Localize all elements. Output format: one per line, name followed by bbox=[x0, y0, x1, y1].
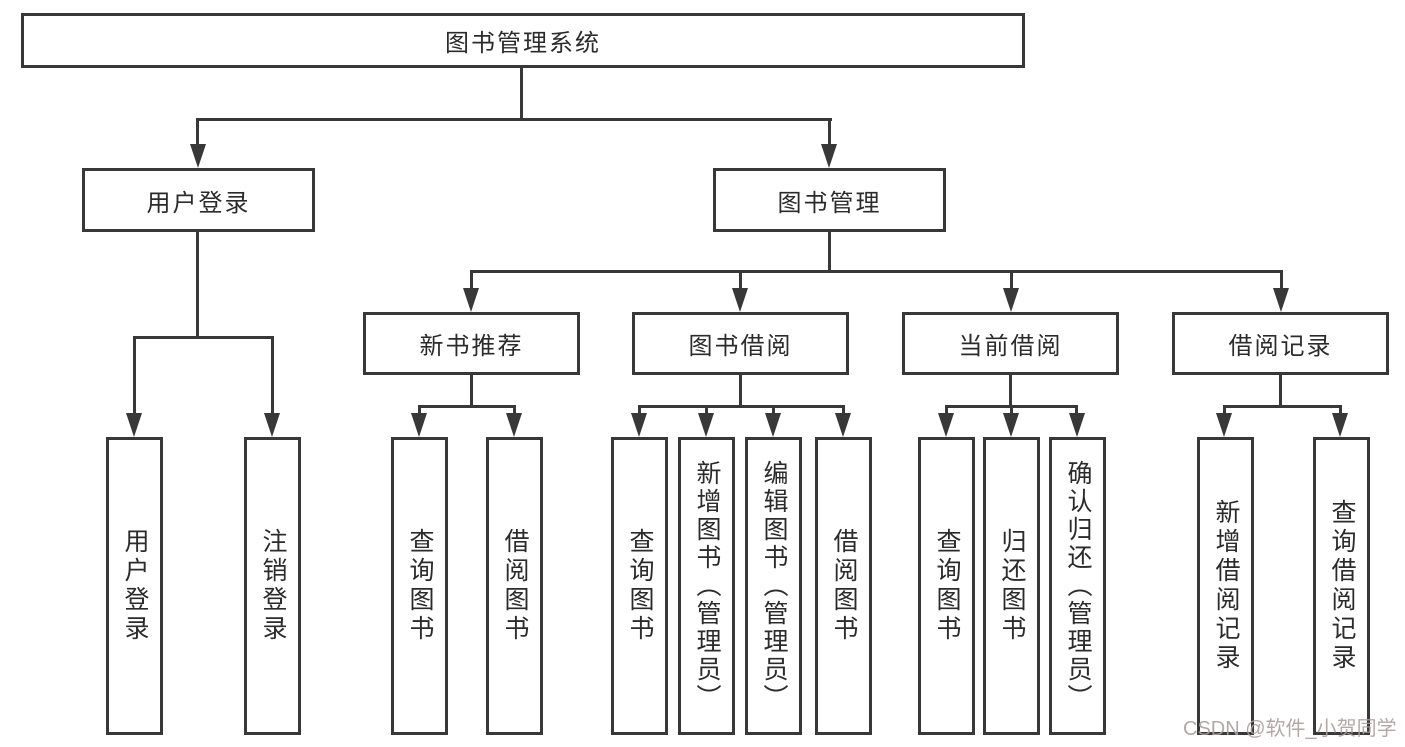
node-label: 图书管理系统 bbox=[445, 30, 601, 57]
arrow-down-icon bbox=[938, 413, 954, 437]
connector-line bbox=[1280, 270, 1283, 292]
arrow-down-icon bbox=[463, 288, 479, 312]
watermark-text: CSDN @软件_小贺同学 bbox=[1183, 718, 1397, 740]
connector-line bbox=[638, 405, 845, 408]
connector-line bbox=[470, 270, 473, 292]
connector-line bbox=[1339, 405, 1342, 417]
node-borrow-record: 借阅记录 bbox=[1172, 312, 1389, 375]
node-label: 查询图书 bbox=[933, 528, 961, 644]
leaf-edit-book-admin: 编辑图书（管理员） bbox=[745, 437, 802, 735]
connector-line bbox=[1223, 405, 1342, 408]
connector-line bbox=[271, 336, 274, 416]
arrow-down-icon bbox=[506, 413, 522, 437]
connector-line bbox=[133, 336, 274, 339]
connector-line bbox=[1009, 375, 1012, 408]
connector-line bbox=[1010, 270, 1013, 292]
connector-line bbox=[828, 232, 831, 273]
node-label: 查询图书 bbox=[406, 528, 434, 644]
node-label: 用户登录 bbox=[146, 189, 251, 217]
connector-line bbox=[1075, 405, 1078, 417]
connector-line bbox=[520, 68, 523, 120]
connector-line bbox=[739, 270, 742, 292]
connector-line bbox=[196, 118, 199, 148]
node-label: 图书借阅 bbox=[688, 333, 793, 360]
arrow-down-icon bbox=[1003, 288, 1019, 312]
arrow-down-icon bbox=[190, 144, 206, 168]
arrow-down-icon bbox=[835, 413, 851, 437]
node-label: 图书管理 bbox=[777, 189, 882, 217]
node-label: 用户登录 bbox=[121, 528, 149, 644]
node-root: 图书管理系统 bbox=[21, 13, 1025, 68]
leaf-user-login: 用户登录 bbox=[106, 437, 163, 735]
node-label: 注销登录 bbox=[259, 528, 287, 644]
connector-line bbox=[196, 232, 199, 339]
node-book-management: 图书管理 bbox=[713, 168, 946, 232]
leaf-borrow-book: 借阅图书 bbox=[815, 437, 872, 735]
node-label: 归还图书 bbox=[998, 528, 1026, 644]
node-label: 借阅图书 bbox=[501, 528, 529, 644]
connector-line bbox=[638, 405, 641, 417]
connector-line bbox=[418, 405, 421, 417]
node-label: 借阅记录 bbox=[1228, 333, 1333, 360]
connector-line bbox=[470, 375, 473, 408]
leaf-new-book-borrow: 借阅图书 bbox=[486, 437, 543, 735]
node-label: 当前借阅 bbox=[958, 333, 1063, 360]
connector-line bbox=[945, 405, 948, 417]
node-book-borrow: 图书借阅 bbox=[632, 312, 849, 375]
connector-line bbox=[705, 405, 708, 417]
leaf-add-borrow-record: 新增借阅记录 bbox=[1197, 437, 1254, 735]
arrow-down-icon bbox=[1273, 288, 1289, 312]
connector-line bbox=[1010, 405, 1013, 417]
node-label: 新增借阅记录 bbox=[1212, 499, 1240, 673]
arrow-down-icon bbox=[1332, 413, 1348, 437]
arrow-down-icon bbox=[1003, 413, 1019, 437]
leaf-return-book: 归还图书 bbox=[983, 437, 1040, 735]
connector-line bbox=[842, 405, 845, 417]
connector-line bbox=[196, 118, 832, 121]
connector-line bbox=[513, 405, 516, 417]
node-label: 借阅图书 bbox=[830, 528, 858, 644]
arrow-down-icon bbox=[411, 413, 427, 437]
leaf-add-book-admin: 新增图书（管理员） bbox=[678, 437, 735, 735]
leaf-new-book-query: 查询图书 bbox=[391, 437, 448, 735]
leaf-logout: 注销登录 bbox=[244, 437, 301, 735]
node-new-book-recommend: 新书推荐 bbox=[363, 312, 580, 375]
arrow-down-icon bbox=[264, 413, 280, 437]
arrow-down-icon bbox=[126, 413, 142, 437]
connector-line bbox=[470, 270, 1283, 273]
node-label: 查询借阅记录 bbox=[1328, 499, 1356, 673]
arrow-down-icon bbox=[1216, 413, 1232, 437]
arrow-down-icon bbox=[1069, 413, 1085, 437]
arrow-down-icon bbox=[631, 413, 647, 437]
connector-line bbox=[1223, 405, 1226, 417]
arrow-down-icon bbox=[765, 413, 781, 437]
connector-line bbox=[418, 405, 516, 408]
connector-line bbox=[133, 336, 136, 416]
connector-line bbox=[739, 375, 742, 408]
arrow-down-icon bbox=[732, 288, 748, 312]
leaf-current-query-book: 查询图书 bbox=[918, 437, 975, 735]
node-label: 查询图书 bbox=[626, 528, 654, 644]
leaf-confirm-return-admin: 确认归还（管理员） bbox=[1049, 437, 1106, 735]
node-label: 编辑图书（管理员） bbox=[760, 460, 788, 712]
node-label: 新增图书（管理员） bbox=[693, 460, 721, 712]
node-current-borrow: 当前借阅 bbox=[902, 312, 1119, 375]
connector-line bbox=[1279, 375, 1282, 408]
arrow-down-icon bbox=[821, 144, 837, 168]
node-user-login: 用户登录 bbox=[82, 168, 315, 232]
leaf-borrow-query-book: 查询图书 bbox=[611, 437, 668, 735]
node-label: 确认归还（管理员） bbox=[1064, 460, 1092, 712]
arrow-down-icon bbox=[698, 413, 714, 437]
connector-line bbox=[828, 118, 831, 148]
connector-line bbox=[772, 405, 775, 417]
leaf-query-borrow-record: 查询借阅记录 bbox=[1313, 437, 1370, 735]
node-label: 新书推荐 bbox=[419, 333, 524, 360]
